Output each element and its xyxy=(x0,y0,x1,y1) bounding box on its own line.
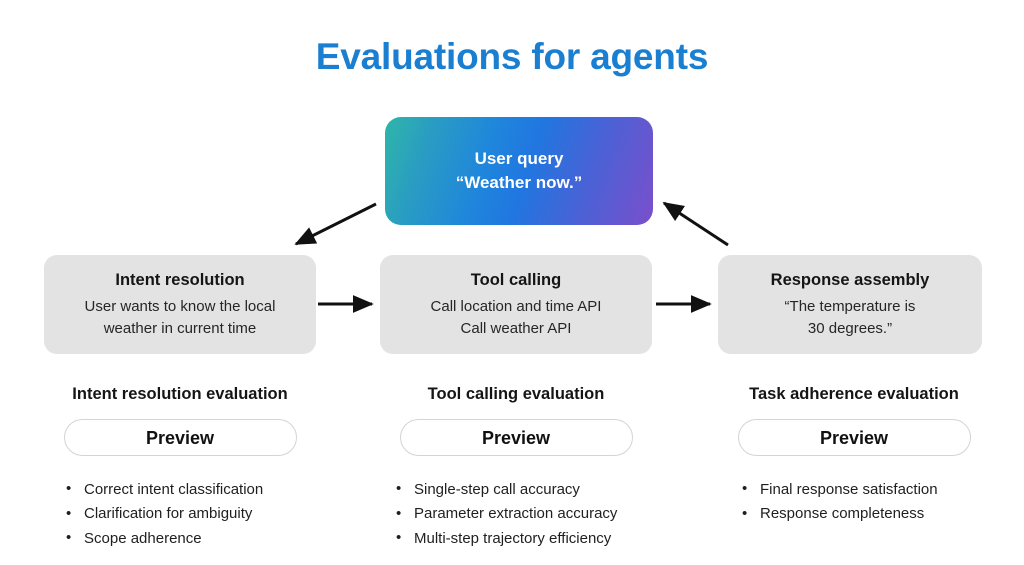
evaluation-title: Tool calling evaluation xyxy=(427,385,605,403)
evaluation-column-tool-calling: Tool calling evaluation Preview Single-s… xyxy=(380,384,652,551)
list-item: Correct intent classification xyxy=(56,477,316,502)
arrow-response-to-query xyxy=(662,201,729,247)
list-item: Clarification for ambiguity xyxy=(56,502,316,527)
list-item: Parameter extraction accuracy xyxy=(386,502,652,527)
user-query-box: User query “Weather now.” xyxy=(385,117,653,225)
evaluation-bullet-list: Final response satisfaction Response com… xyxy=(732,477,990,527)
list-item: Single-step call accuracy xyxy=(386,477,652,502)
evaluation-title: Intent resolution evaluation xyxy=(72,385,288,403)
evaluation-bullet-list: Single-step call accuracy Parameter extr… xyxy=(386,477,652,551)
preview-badge-task-adherence[interactable]: Preview xyxy=(737,418,971,456)
evaluation-title: Task adherence evaluation xyxy=(749,385,959,403)
stage-detail-line: Call weather API xyxy=(460,319,572,337)
user-query-label: User query xyxy=(474,148,564,168)
list-item: Final response satisfaction xyxy=(732,477,990,502)
preview-badge-intent-resolution[interactable]: Preview xyxy=(63,418,297,456)
page-title: Evaluations for agents xyxy=(315,36,709,77)
stage-title: Tool calling xyxy=(470,270,562,289)
stage-detail-line: User wants to know the local xyxy=(84,298,276,316)
stage-title: Response assembly xyxy=(770,270,930,289)
evaluation-column-task-adherence: Task adherence evaluation Preview Final … xyxy=(718,384,990,527)
evaluation-bullet-list: Correct intent classification Clarificat… xyxy=(56,477,316,551)
list-item: Multi-step trajectory efficiency xyxy=(386,526,652,551)
stage-box-tool-calling: Tool calling Call location and time API … xyxy=(380,255,652,354)
stage-box-response-assembly: Response assembly “The temperature is 30… xyxy=(718,255,982,354)
stage-detail-line: “The temperature is xyxy=(784,298,916,316)
stage-title: Intent resolution xyxy=(115,270,245,289)
user-query-text: “Weather now.” xyxy=(455,173,583,192)
arrow-query-to-intent xyxy=(294,202,377,246)
list-item: Response completeness xyxy=(732,502,990,527)
stage-detail-line: 30 degrees.” xyxy=(807,319,893,337)
list-item: Scope adherence xyxy=(56,526,316,551)
evaluation-column-intent-resolution: Intent resolution evaluation Preview Cor… xyxy=(44,384,316,551)
stage-detail-line: weather in current time xyxy=(103,319,257,337)
stage-box-intent-resolution: Intent resolution User wants to know the… xyxy=(44,255,316,354)
preview-badge-tool-calling[interactable]: Preview xyxy=(399,418,633,456)
stage-detail-line: Call location and time API xyxy=(430,298,602,316)
